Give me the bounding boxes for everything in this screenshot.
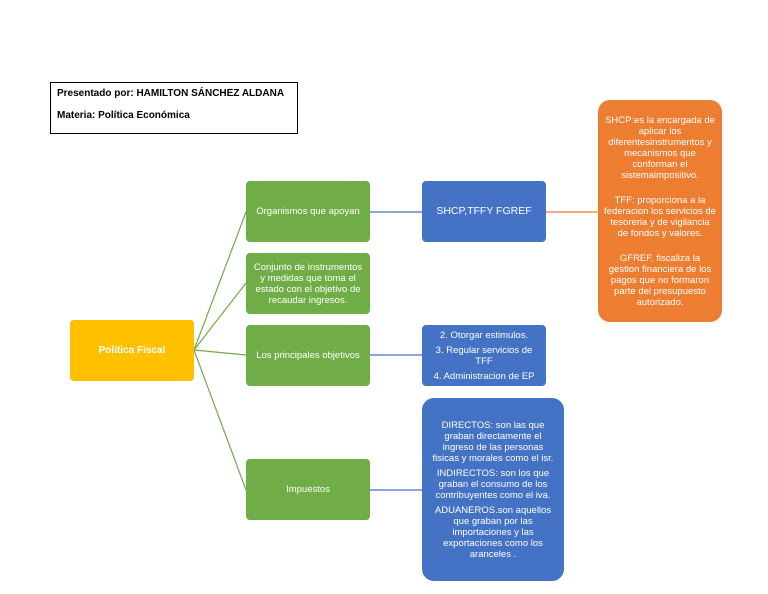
branch-conjunto-label: Conjunto de instrumentos y medidas que t… <box>253 261 363 306</box>
impuestos-paragraph: ADUANEROS.son aquellos que graban por la… <box>434 504 552 560</box>
impuestos-paragraph: DIRECTOS: son las que graban directament… <box>432 419 554 464</box>
root-node-label: Política Fiscal <box>98 345 166 356</box>
connector-root-objetivos <box>193 349 247 356</box>
objetivos-list-item: 2. Otorgar estimulos. <box>439 329 529 341</box>
subject-label: Materia: Política Económica <box>57 110 190 121</box>
branch-organismos-label: Organismos que apoyan <box>256 206 360 217</box>
impuestos-paragraph: INDIRECTOS: son los que graban el consum… <box>435 467 551 501</box>
connector-root-conjunto <box>193 282 247 351</box>
branch-conjunto: Conjunto de instrumentos y medidas que t… <box>246 253 370 314</box>
objetivos-list-item: 3. Regular servicios de TFF <box>435 344 533 367</box>
detail-paragraph: GFREF. fiscaliza la gestion financiera d… <box>608 252 712 308</box>
branch-impuestos-label: Impuestos <box>286 484 330 495</box>
presenter-label: Presentado por: HAMILTON SÁNCHEZ ALDANA <box>57 88 285 99</box>
organismos-child-node: SHCP,TFFY FGREF <box>422 181 546 242</box>
connector-root-organismos <box>193 211 247 351</box>
detail-paragraph: SHCP:es la encargada de aplicar los dife… <box>605 114 715 181</box>
branch-impuestos: Impuestos <box>246 459 370 520</box>
root-node-politica-fiscal: Política Fiscal <box>70 320 194 381</box>
branch-objetivos-label: Los principales objetivos <box>256 350 360 361</box>
detail-paragraph: TFF: proporciona a la federacion los ser… <box>604 194 716 239</box>
branch-objetivos: Los principales objetivos <box>246 325 370 386</box>
organismos-detail-node: SHCP:es la encargada de aplicar los dife… <box>598 100 722 322</box>
connector-root-impuestos <box>193 349 247 491</box>
impuestos-list-node: DIRECTOS: son las que graban directament… <box>422 398 564 581</box>
objetivos-list-node: 2. Otorgar estimulos. 3. Regular servici… <box>422 325 546 386</box>
objetivos-list-item: 4. Administracion de EP <box>433 370 535 382</box>
organismos-child-label: SHCP,TFFY FGREF <box>436 205 532 217</box>
branch-organismos: Organismos que apoyan <box>246 181 370 242</box>
presenter-info-box: Presentado por: HAMILTON SÁNCHEZ ALDANA … <box>50 82 298 134</box>
